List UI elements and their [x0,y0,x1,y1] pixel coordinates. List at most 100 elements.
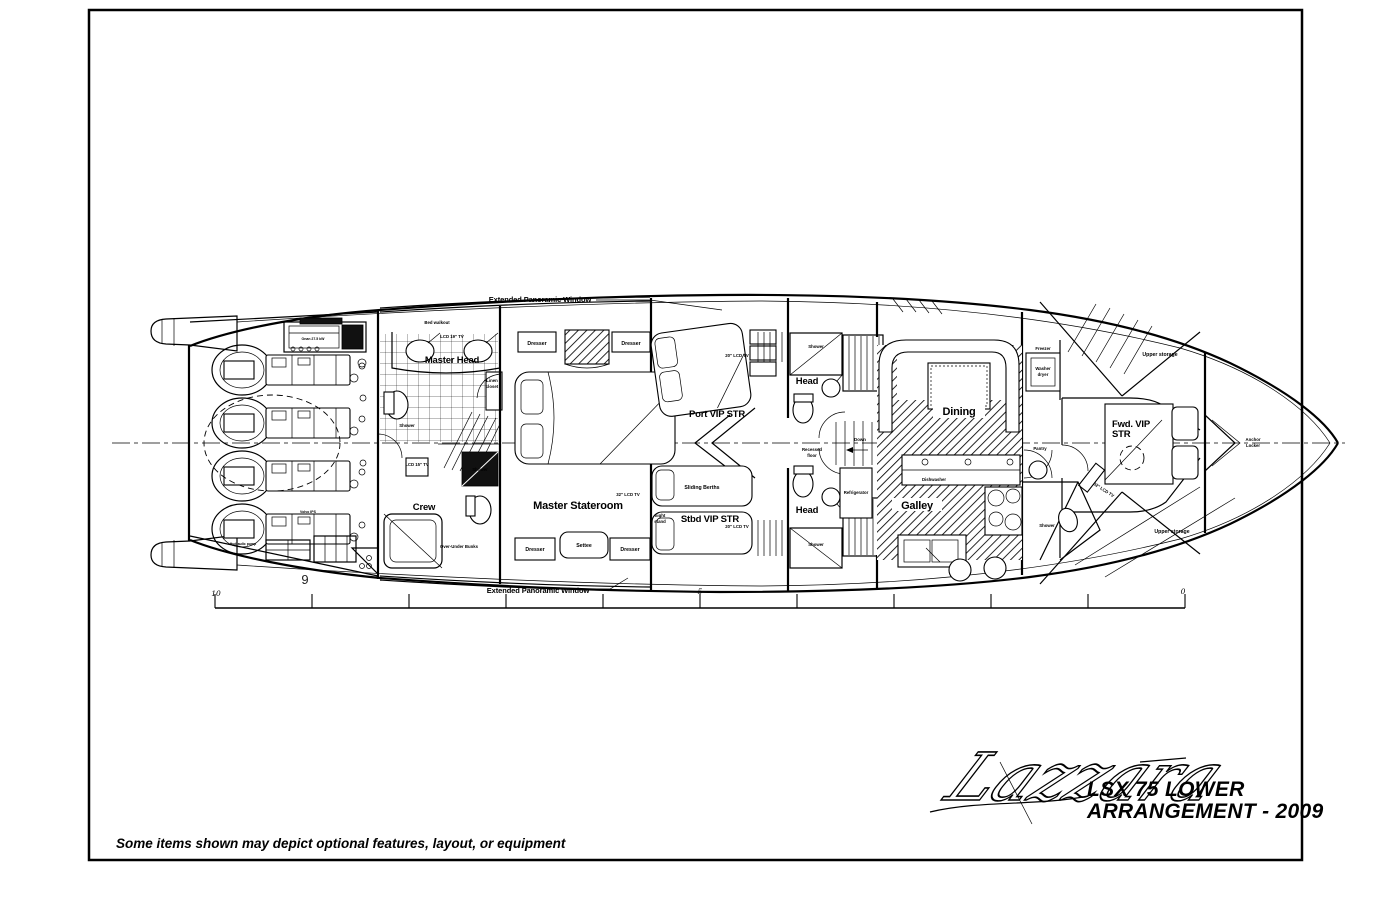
label-pantry: Pantry [1033,446,1047,451]
dresser [514,537,556,561]
generator-label: Onan 27.5 kW [302,337,326,341]
label-recessed-1: Recessed [802,447,822,452]
dining-table [927,362,991,410]
master-head: Master Head Bed walkout LCD 19" TV Linen… [380,320,503,442]
crew-quarters: Shower LCD 15" TV Crew Over-Under Bunks [383,411,501,569]
pillow [520,423,544,459]
disclaimer-text: Some items shown may depict optional fea… [116,836,566,851]
window-callouts: Extended Panoramic Window Extended Panor… [487,295,723,595]
settee [559,531,609,559]
label-tv-crew: LCD 15" TV [405,462,429,467]
label-down: Down [854,437,866,442]
master-stateroom: Master Stateroom Dresser Dresser Dresser… [498,298,676,590]
dresser [609,537,651,561]
generator: Onan 27.5 kW [283,317,367,353]
label-sliding-berths: Sliding Berths [684,485,719,491]
port-vip-stateroom: Port VIP STR 20" LCD TV [650,298,790,479]
label-window-top: Extended Panoramic Window [489,295,592,304]
dresser [611,331,651,353]
sink [821,487,841,507]
vanity-counter [391,332,501,374]
guest-heads: Shower Head Shower Head [789,332,846,569]
label-shower-crew: Shower [472,467,488,472]
label-anchor-1: Anchor [1245,437,1260,442]
brand-logo: Lazzara [930,738,1241,816]
model-line-2: ARRANGEMENT - 2009 [1086,800,1323,823]
label-dishwasher: Dishwasher [922,477,946,482]
station-number: 9 [301,572,308,587]
label-shower-port: Shower [808,344,824,349]
sink [405,339,435,363]
label-master-stateroom: Master Stateroom [533,500,623,512]
arrow [846,447,853,453]
foredeck-stair-hatch [1067,303,1153,375]
label-port-vip: Port VIP STR [689,409,745,420]
pillow [659,370,683,403]
pillow [1171,406,1199,441]
label-over-under-bunks: Over-Under Bunks [440,544,479,549]
label-shower-fwd: Shower [1039,523,1055,528]
label-anchor-2: Locker [1246,443,1260,448]
pillow [654,336,678,369]
pillow [1171,445,1199,480]
stern-sponson-port [150,315,238,352]
door-arc [1023,449,1053,479]
label-night-stand-2: stand [654,519,666,524]
bow-area: Upper storage Upper storage Anchor Locke… [1039,301,1261,585]
stbd-vip-berth [651,511,753,555]
port-vip-steps [757,332,783,362]
refrigerator [839,467,873,519]
sink [821,378,841,398]
fwd-head-wall [1022,481,1101,561]
fwd-vip-bed [1104,403,1174,485]
sink [1028,460,1048,480]
label-stbd-vip: Stbd VIP STR [681,514,739,525]
scale-ruler: 10 5 0 9 [211,572,1186,609]
er-vent [350,547,379,576]
fwd-vip-stateroom: Fwd. VIP STR 32" LCD TV Shower [1022,397,1201,561]
label-settee: Settee [576,543,592,549]
toilet [1058,507,1078,533]
label-window-bottom: Extended Panoramic Window [487,586,590,595]
brand-script-text: Lazzara [931,739,1240,816]
tv-cabinet [564,329,610,365]
dresser [517,331,557,353]
stool [948,558,972,582]
label-shower-mh: Shower [399,423,415,428]
master-bed [514,371,676,465]
label-refrigerator: Refrigerator [844,490,869,495]
stbd-vip-stateroom: Sliding Berths Stbd VIP STR night stand … [651,465,790,591]
washer-dryer [1025,352,1061,392]
windshield-mullions [892,298,943,315]
label-tv-master-head: LCD 19" TV [440,334,464,339]
label-bed-walkout: Bed walkout [424,320,450,325]
label-freezer: Freezer [1035,346,1051,351]
sheet-border [87,8,1304,862]
stbd-vip-steps [757,520,783,556]
fwd-vip-tv [1077,462,1106,493]
label-tv-port-vip: 20" LCD TV [725,353,749,358]
label-master-head: Master Head [425,355,480,366]
label-dining: Dining [942,406,975,418]
door-arc [1061,444,1089,472]
label-recessed-2: floor [807,453,817,458]
sink [463,339,493,363]
toilet [792,470,814,498]
port-head-shower [789,332,843,376]
engine-label: Volvo IPS [300,510,317,514]
crew-tv [405,457,429,477]
center-passage: Recessed floor Down [802,421,873,466]
logo-flourish [1139,757,1187,763]
stool [983,556,1007,580]
stbd-vip-berth [651,465,753,507]
scale-tick-5: 5 [698,587,703,596]
label-dresser: Dresser [621,341,640,347]
label-dresser: Dresser [525,547,544,553]
label-tv-master: 32" LCD TV [616,492,640,497]
engine-room: Onan 27.5 kW Volvo IPS Hydraulic pump [189,310,403,579]
hydraulic-label: Hydraulic pump [230,542,256,546]
port-vip-bed [650,322,752,417]
pillow [655,469,675,501]
pillow [520,379,544,415]
